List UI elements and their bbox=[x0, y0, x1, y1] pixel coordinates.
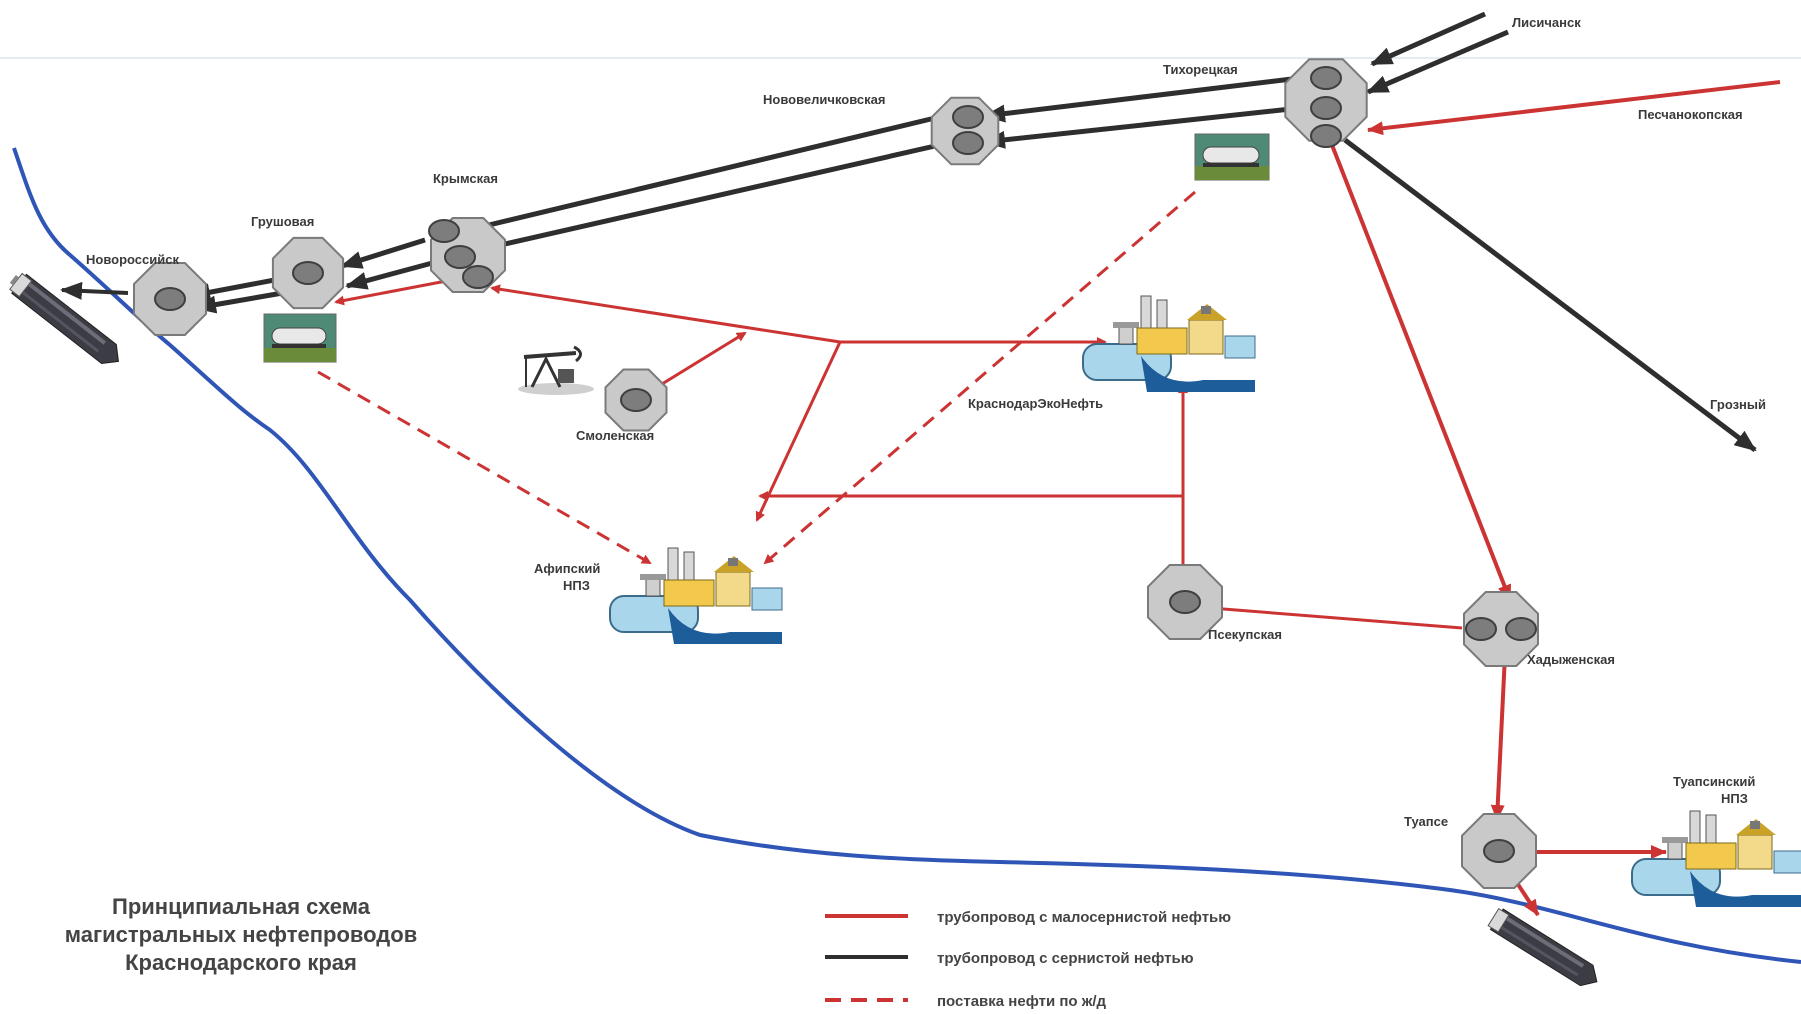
label-novorossiysk: Новороссийск bbox=[86, 252, 179, 267]
rail-car-grushovaya bbox=[263, 313, 337, 363]
rail-routes bbox=[317, 190, 1196, 565]
pumpjack bbox=[518, 345, 594, 395]
label-tuapse-refinery-2: НПЗ bbox=[1721, 791, 1748, 806]
station-smolenskaya bbox=[604, 368, 668, 432]
title-line-3: Краснодарского края bbox=[125, 950, 357, 975]
refinery-icon bbox=[1082, 295, 1256, 392]
label-grushovaya: Грушовая bbox=[251, 214, 314, 229]
sour-line-lisichansk-2 bbox=[1366, 29, 1509, 95]
rail-tank-car-icon bbox=[1194, 133, 1270, 181]
legend: трубопровод с малосернистой нефтью трубо… bbox=[825, 909, 1231, 1010]
refinery-afipsky bbox=[609, 547, 783, 644]
sour-line-tikh-novovel-2 bbox=[983, 105, 1301, 149]
station-novorossiysk bbox=[133, 262, 207, 336]
pump-station-octagon-icon bbox=[1463, 591, 1539, 667]
refinery-icon bbox=[609, 547, 783, 644]
station-port bbox=[952, 131, 984, 155]
refinery-krasnodar-eco bbox=[1082, 295, 1256, 392]
station-grushovaya bbox=[271, 236, 345, 310]
station-port bbox=[154, 287, 186, 311]
stations bbox=[133, 58, 1539, 889]
oil-tanker-icon bbox=[9, 272, 119, 364]
station-khadyzhenskaya bbox=[1463, 591, 1539, 667]
station-port bbox=[1505, 617, 1537, 641]
labels: Лисичанск Тихорецкая Песчанокопская Ново… bbox=[86, 15, 1766, 829]
legend-sweet: трубопровод с малосернистой нефтью bbox=[937, 909, 1231, 926]
tanker-tuapse bbox=[1487, 907, 1598, 987]
station-port bbox=[620, 388, 652, 412]
sour-line-tikh-novovel-1 bbox=[983, 75, 1301, 123]
label-afipsky-2: НПЗ bbox=[563, 578, 590, 593]
station-port bbox=[1310, 66, 1342, 90]
rail-route-grush-afipsky bbox=[317, 370, 652, 565]
oil-pumpjack-icon bbox=[518, 345, 594, 395]
station-tuapse bbox=[1461, 813, 1537, 889]
sour-line-lisichansk-1 bbox=[1370, 11, 1487, 67]
sour-pipelines bbox=[60, 11, 1757, 452]
sweet-line-peschanokop bbox=[1367, 80, 1781, 136]
diagram-title: Принципиальная схема магистральных нефте… bbox=[65, 894, 417, 975]
title-line-2: магистральных нефтепроводов bbox=[65, 922, 417, 947]
label-novovelichkovskaya: Нововеличковская bbox=[763, 92, 885, 107]
sweet-line-khad-psekup bbox=[1196, 602, 1463, 630]
station-krymskaya bbox=[428, 217, 506, 293]
rail-tank-car-icon bbox=[263, 313, 337, 363]
sweet-line-smolensk bbox=[661, 331, 747, 386]
sour-line-krym-grush bbox=[340, 237, 426, 269]
oil-tanker-icon bbox=[1487, 907, 1598, 987]
sour-line-novovel-krym-2 bbox=[468, 143, 936, 257]
station-tikhoretskaya bbox=[1284, 58, 1368, 148]
label-smolenskaya: Смоленская bbox=[576, 428, 654, 443]
label-psekupskaya: Псекупская bbox=[1208, 627, 1282, 642]
sweet-line-junction-afipsky bbox=[755, 341, 842, 522]
station-port bbox=[428, 219, 460, 243]
label-krymskaya: Крымская bbox=[433, 171, 498, 186]
sweet-line-krym-junction bbox=[490, 284, 841, 344]
station-port bbox=[292, 261, 324, 285]
rail-route-tikh-afipsky bbox=[763, 190, 1196, 565]
sweet-pipelines bbox=[334, 80, 1781, 917]
label-lisichansk: Лисичанск bbox=[1512, 15, 1581, 30]
station-port bbox=[1310, 124, 1342, 148]
label-krasnodar-eco: КраснодарЭкоНефть bbox=[968, 396, 1103, 411]
station-port bbox=[1483, 839, 1515, 863]
legend-sour: трубопровод с сернистой нефтью bbox=[937, 950, 1194, 967]
station-psekupskaya bbox=[1147, 564, 1223, 640]
sour-line-novovel-krym-1 bbox=[458, 115, 936, 237]
refinery-tuapse bbox=[1631, 810, 1801, 907]
sweet-line-tikh-khad bbox=[1330, 144, 1512, 601]
label-afipsky-1: Афипский bbox=[534, 561, 600, 576]
station-novovelichkovskaya bbox=[930, 96, 1000, 166]
rail-car-tikhoretskaya bbox=[1194, 133, 1270, 181]
sweet-line-khad-tuapse bbox=[1490, 654, 1507, 821]
tanker-novorossiysk bbox=[9, 272, 119, 364]
sweet-line-krym-grush bbox=[334, 276, 463, 306]
refinery-icon bbox=[1631, 810, 1801, 907]
label-khadyzhenskaya: Хадыженская bbox=[1527, 652, 1615, 667]
label-tuapse-refinery-1: Туапсинский bbox=[1673, 774, 1755, 789]
refineries bbox=[609, 295, 1801, 907]
legend-rail: поставка нефти по ж/д bbox=[937, 993, 1107, 1009]
station-port bbox=[444, 245, 476, 269]
station-port bbox=[462, 265, 494, 289]
station-port bbox=[952, 105, 984, 129]
station-port bbox=[1465, 617, 1497, 641]
label-peschanokopskaya: Песчанокопская bbox=[1638, 107, 1743, 122]
sour-line-novoross-tanker bbox=[60, 281, 129, 300]
station-port bbox=[1169, 590, 1201, 614]
label-tikhoretskaya: Тихорецкая bbox=[1163, 62, 1238, 77]
sour-line-krym-grush-2 bbox=[345, 259, 437, 290]
station-port bbox=[1310, 96, 1342, 120]
label-grozny: Грозный bbox=[1710, 397, 1766, 412]
label-tuapse: Туапсе bbox=[1404, 814, 1448, 829]
sour-line-tikh-grozny bbox=[1343, 138, 1757, 452]
title-line-1: Принципиальная схема bbox=[112, 894, 371, 919]
